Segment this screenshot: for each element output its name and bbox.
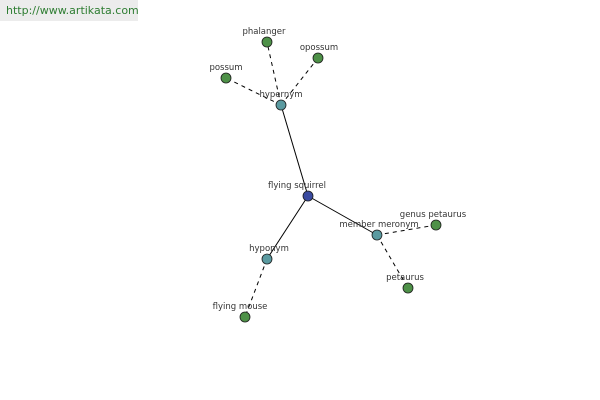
edge-flying-squirrel-to-member-meronym <box>307 195 378 236</box>
node-circle-phalanger[interactable] <box>261 36 273 48</box>
node-circle-hypernym[interactable] <box>275 99 287 111</box>
watermark-url: http://www.artikata.com <box>0 0 139 21</box>
node-circle-hyponym[interactable] <box>261 253 273 265</box>
node-circle-flying-mouse[interactable] <box>239 311 251 323</box>
node-member-meronym[interactable]: member meronym <box>339 220 419 241</box>
node-hypernym[interactable]: hypernym <box>259 90 303 111</box>
node-phalanger[interactable]: phalanger <box>242 27 286 48</box>
node-petaurus[interactable]: petaurus <box>386 273 424 294</box>
node-label-hyponym: hyponym <box>249 244 289 254</box>
node-label-hypernym: hypernym <box>259 90 302 100</box>
edge-flying-squirrel-to-hyponym <box>266 195 309 260</box>
edge-member-meronym-to-genus-petaurus <box>376 224 437 236</box>
edge-hypernym-to-possum <box>225 77 282 106</box>
node-flying-squirrel[interactable]: flying squirrel <box>268 181 326 202</box>
node-flying-mouse[interactable]: flying mouse <box>213 302 268 323</box>
edge-member-meronym-to-petaurus <box>376 234 409 289</box>
node-label-flying-squirrel: flying squirrel <box>268 181 326 191</box>
node-genus-petaurus[interactable]: genus petaurus <box>400 210 467 231</box>
node-label-phalanger: phalanger <box>242 27 286 37</box>
graph-edges <box>225 41 437 318</box>
node-circle-flying-squirrel[interactable] <box>302 190 314 202</box>
edge-hyponym-to-flying-mouse <box>244 258 268 318</box>
node-circle-opossum[interactable] <box>312 52 324 64</box>
graph-nodes: flying squirrel hypernym member meronym hyp… <box>209 27 467 323</box>
node-hyponym[interactable]: hyponym <box>249 244 289 265</box>
node-label-member-meronym: member meronym <box>339 220 418 230</box>
node-opossum[interactable]: opossum <box>300 43 338 64</box>
node-label-petaurus: petaurus <box>386 273 424 283</box>
node-label-possum: possum <box>209 63 242 73</box>
node-label-flying-mouse: flying mouse <box>213 302 268 312</box>
edge-hypernym-to-phalanger <box>266 41 282 106</box>
edge-hypernym-to-opossum <box>280 57 319 106</box>
node-circle-petaurus[interactable] <box>402 282 414 294</box>
node-possum[interactable]: possum <box>209 63 243 84</box>
node-circle-member-meronym[interactable] <box>371 229 383 241</box>
node-circle-genus-petaurus[interactable] <box>430 219 442 231</box>
edge-flying-squirrel-to-hypernym <box>280 104 309 197</box>
node-label-genus-petaurus: genus petaurus <box>400 210 467 220</box>
node-label-opossum: opossum <box>300 43 338 53</box>
node-circle-possum[interactable] <box>220 72 232 84</box>
